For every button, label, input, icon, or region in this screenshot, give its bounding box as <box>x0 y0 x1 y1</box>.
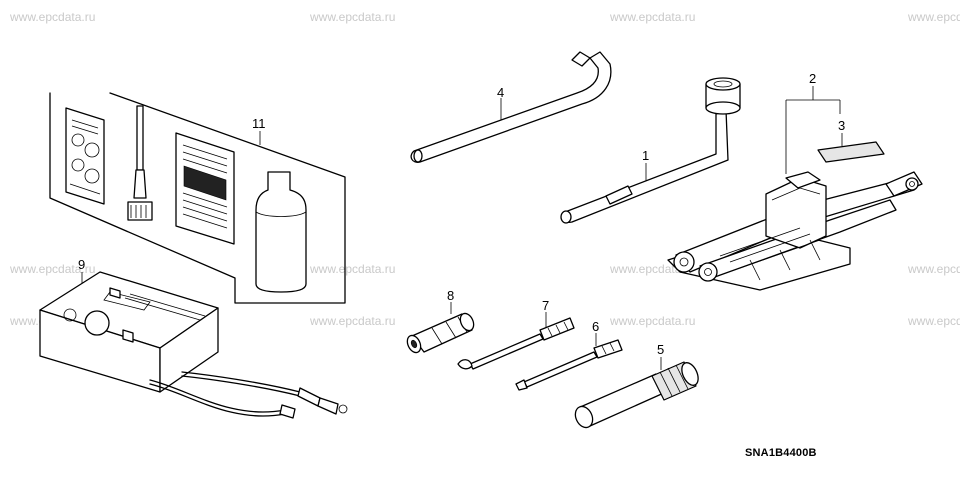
watermark: www.epcdata.ru <box>908 10 960 24</box>
watermark: www.epcdata.ru <box>310 10 396 24</box>
callout-1: 1 <box>642 148 650 163</box>
watermark: www.epcdata.ru <box>908 262 960 276</box>
socket-5 <box>574 357 699 429</box>
callout-8: 8 <box>447 288 455 303</box>
callout-3: 3 <box>838 118 846 133</box>
callout-11: 11 <box>252 116 266 131</box>
watermark: www.epcdata.ru <box>610 10 696 24</box>
watermark: www.epcdata.ru <box>610 314 696 328</box>
valve-core-tool <box>127 105 153 221</box>
watermark: www.epcdata.ru <box>10 262 96 276</box>
callout-5: 5 <box>657 342 665 357</box>
sealant-bottle <box>255 171 307 293</box>
callout-2: 2 <box>809 71 817 86</box>
jack-label-3 <box>817 141 885 163</box>
lug-wrench-1 <box>560 77 741 224</box>
screwdriver-6 <box>515 333 623 391</box>
extension-bar-4 <box>410 51 612 163</box>
watermark: www.epcdata.ru <box>10 10 96 24</box>
repair-kit-group-11 <box>49 92 346 304</box>
screwdriver-7 <box>457 312 575 370</box>
diagram-code: SNA1B4400B <box>745 447 817 459</box>
watermark: www.epcdata.ru <box>310 314 396 328</box>
scissor-jack-2 <box>667 86 923 291</box>
instruction-booklet <box>175 132 235 245</box>
watermark: www.epcdata.ru <box>908 314 960 328</box>
tire-compressor <box>39 271 348 419</box>
callout-4: 4 <box>497 85 505 100</box>
instruction-card <box>65 107 105 205</box>
callout-7: 7 <box>542 298 550 313</box>
watermark: www.epcdata.ru <box>310 262 396 276</box>
jack-handle-8 <box>406 302 475 354</box>
callout-9: 9 <box>78 257 86 272</box>
callout-6: 6 <box>592 319 600 334</box>
